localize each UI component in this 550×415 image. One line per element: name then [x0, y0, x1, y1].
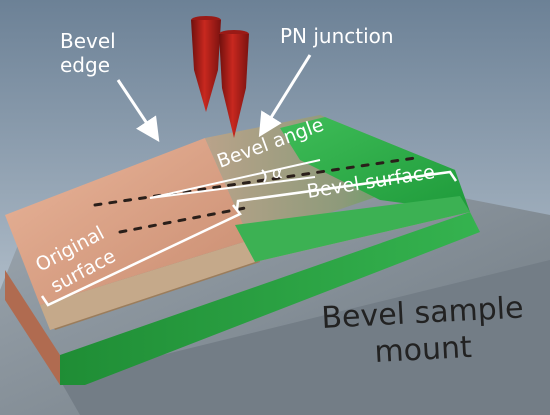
pointer-arrow-icon: [258, 54, 312, 138]
probe-left: [191, 16, 221, 112]
bevel-angle-arc: [261, 169, 267, 183]
mount-front-face: [60, 260, 550, 415]
dopant-dash-line-lower: [118, 206, 247, 234]
label-pn-junction: PN junction: [280, 24, 394, 48]
bevel-surface-bracket: [235, 170, 458, 211]
probe-right: [219, 30, 249, 138]
pointer-arrow-icon: [116, 79, 160, 142]
original-surface: [5, 138, 250, 305]
green-top-region: [280, 117, 470, 212]
label-bevel-edge-line1: Bevel: [60, 29, 116, 53]
label-alpha: α: [272, 163, 283, 182]
sample-front-green: [60, 212, 480, 385]
label-mount-line2: mount: [374, 330, 473, 370]
sample-front-copper: [5, 270, 60, 385]
probe-tip-icon: [191, 20, 221, 112]
original-surface-bracket: [40, 204, 242, 307]
probe-tip-icon: [219, 34, 249, 138]
bevel-angle-line-1: [149, 159, 321, 199]
label-bevel-edge-line2: edge: [60, 53, 110, 77]
bevel-angle-line-2: [149, 176, 316, 199]
dopant-dash-line-upper: [93, 156, 417, 207]
green-strip: [235, 196, 470, 262]
